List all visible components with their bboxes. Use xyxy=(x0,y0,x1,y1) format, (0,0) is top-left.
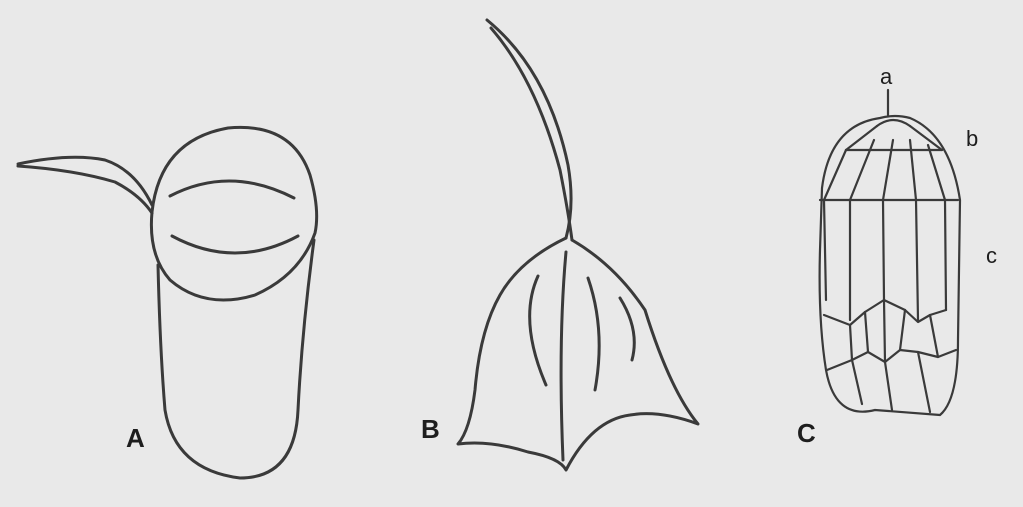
specimen-b-rib-3 xyxy=(620,298,634,360)
specimen-c-apex-pore xyxy=(877,120,910,126)
specimen-a-furrow-1 xyxy=(170,181,294,198)
specimen-a-stalk xyxy=(18,157,152,205)
specimen-a xyxy=(18,127,317,478)
panel-label-c: C xyxy=(797,420,816,446)
panel-label-a: A xyxy=(126,425,145,451)
specimen-a-body xyxy=(158,240,314,478)
specimen-b-rib-2 xyxy=(588,278,599,390)
panel-label-b: B xyxy=(421,416,440,442)
specimen-c-basal-walls xyxy=(852,352,930,412)
specimen-b-stalk xyxy=(487,20,571,238)
specimen-b-body xyxy=(458,238,698,470)
part-label-c: c xyxy=(986,245,997,267)
part-label-b: b xyxy=(966,128,978,150)
part-label-a: a xyxy=(880,66,892,88)
specimen-a-head xyxy=(151,127,316,300)
specimen-a-furrow-2 xyxy=(172,236,298,253)
specimen-b xyxy=(458,20,698,470)
specimen-b-rib-1 xyxy=(530,276,546,385)
specimen-b-suture xyxy=(561,252,566,460)
specimen-c xyxy=(820,90,960,415)
specimen-a-stalk-lower xyxy=(18,166,152,213)
